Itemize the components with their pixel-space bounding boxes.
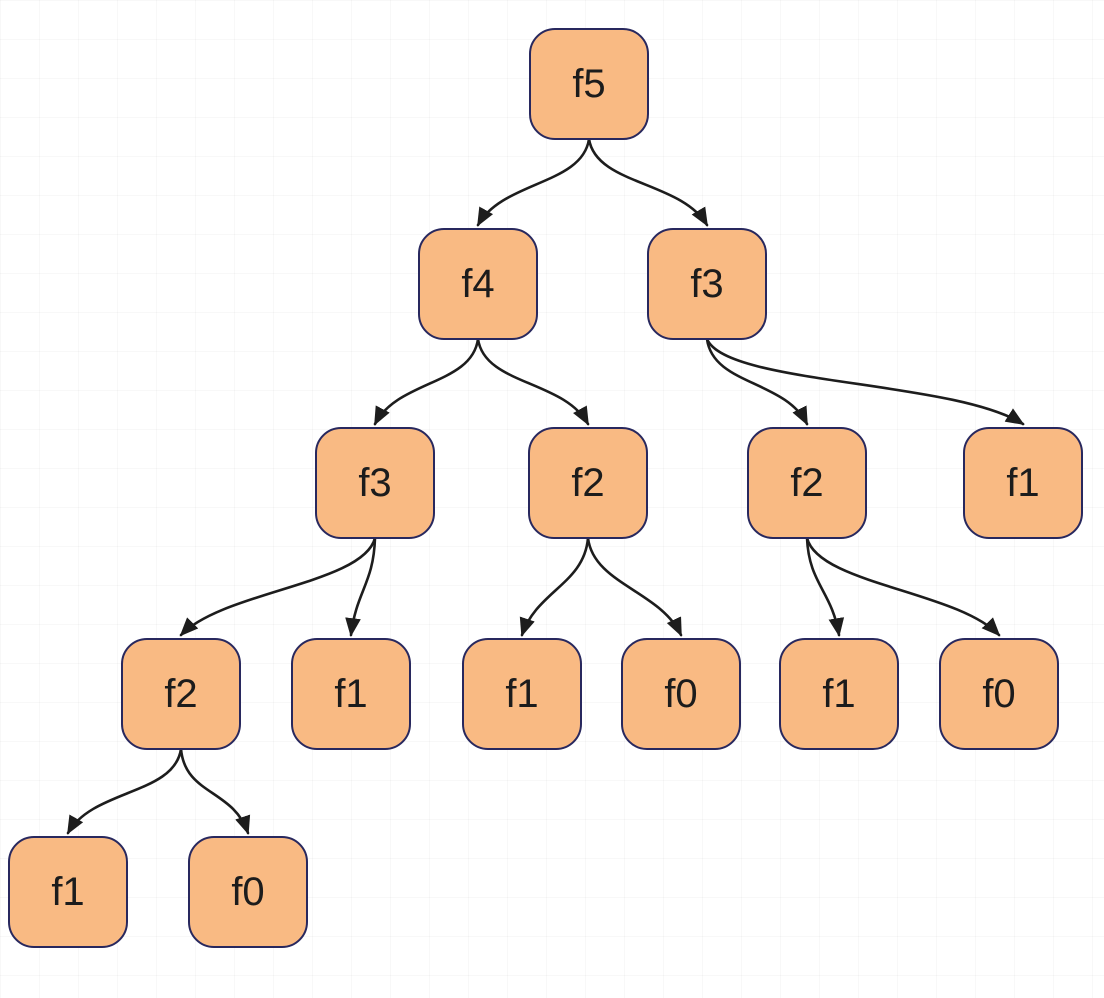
tree-node-label: f4 (461, 262, 495, 306)
tree-node-n13-f1: f1 (8, 836, 128, 948)
tree-node-n5-f2: f2 (747, 427, 867, 539)
tree-node-label: f1 (1006, 461, 1040, 505)
tree-node-n0-f5: f5 (529, 28, 649, 140)
tree-node-label: f1 (822, 672, 856, 716)
tree-node-n4-f2: f2 (528, 427, 648, 539)
tree-edge-n7-n14 (179, 747, 251, 835)
tree-edge-n0-n1 (476, 137, 591, 227)
tree-edge-n4-n10 (586, 536, 683, 637)
tree-edge-n2-n5 (705, 337, 809, 426)
tree-node-label: f1 (505, 672, 539, 716)
tree-node-n9-f1: f1 (462, 638, 582, 750)
tree-node-label: f0 (231, 870, 265, 914)
tree-node-n8-f1: f1 (291, 638, 411, 750)
tree-edge-n1-n3 (373, 337, 480, 426)
tree-node-n7-f2: f2 (121, 638, 241, 750)
tree-node-label: f2 (790, 461, 824, 505)
tree-edge-n2-n6 (705, 337, 1025, 426)
tree-node-label: f0 (664, 672, 698, 716)
tree-edge-n7-n13 (66, 747, 183, 835)
tree-node-label: f3 (358, 461, 392, 505)
tree-node-label: f0 (982, 672, 1016, 716)
tree-node-n6-f1: f1 (963, 427, 1083, 539)
tree-node-label: f2 (164, 672, 198, 716)
tree-node-label: f1 (51, 870, 85, 914)
tree-node-n12-f0: f0 (939, 638, 1059, 750)
tree-node-n10-f0: f0 (621, 638, 741, 750)
tree-node-label: f5 (572, 62, 606, 106)
tree-edge-n5-n12 (805, 536, 1001, 637)
tree-node-label: f3 (690, 262, 724, 306)
tree-edge-n5-n11 (805, 536, 845, 637)
tree-edge-n4-n9 (519, 536, 590, 637)
tree-node-label: f1 (334, 672, 368, 716)
tree-edge-n3-n7 (179, 536, 377, 637)
tree-node-n11-f1: f1 (779, 638, 899, 750)
tree-node-n1-f4: f4 (418, 228, 538, 340)
tree-node-n2-f3: f3 (647, 228, 767, 340)
tree-node-n3-f3: f3 (315, 427, 435, 539)
tree-edge-n1-n4 (476, 337, 590, 426)
tree-node-n14-f0: f0 (188, 836, 308, 948)
tree-edge-n0-n2 (587, 137, 709, 227)
tree-edge-n3-n8 (345, 536, 377, 637)
tree-node-label: f2 (571, 461, 605, 505)
